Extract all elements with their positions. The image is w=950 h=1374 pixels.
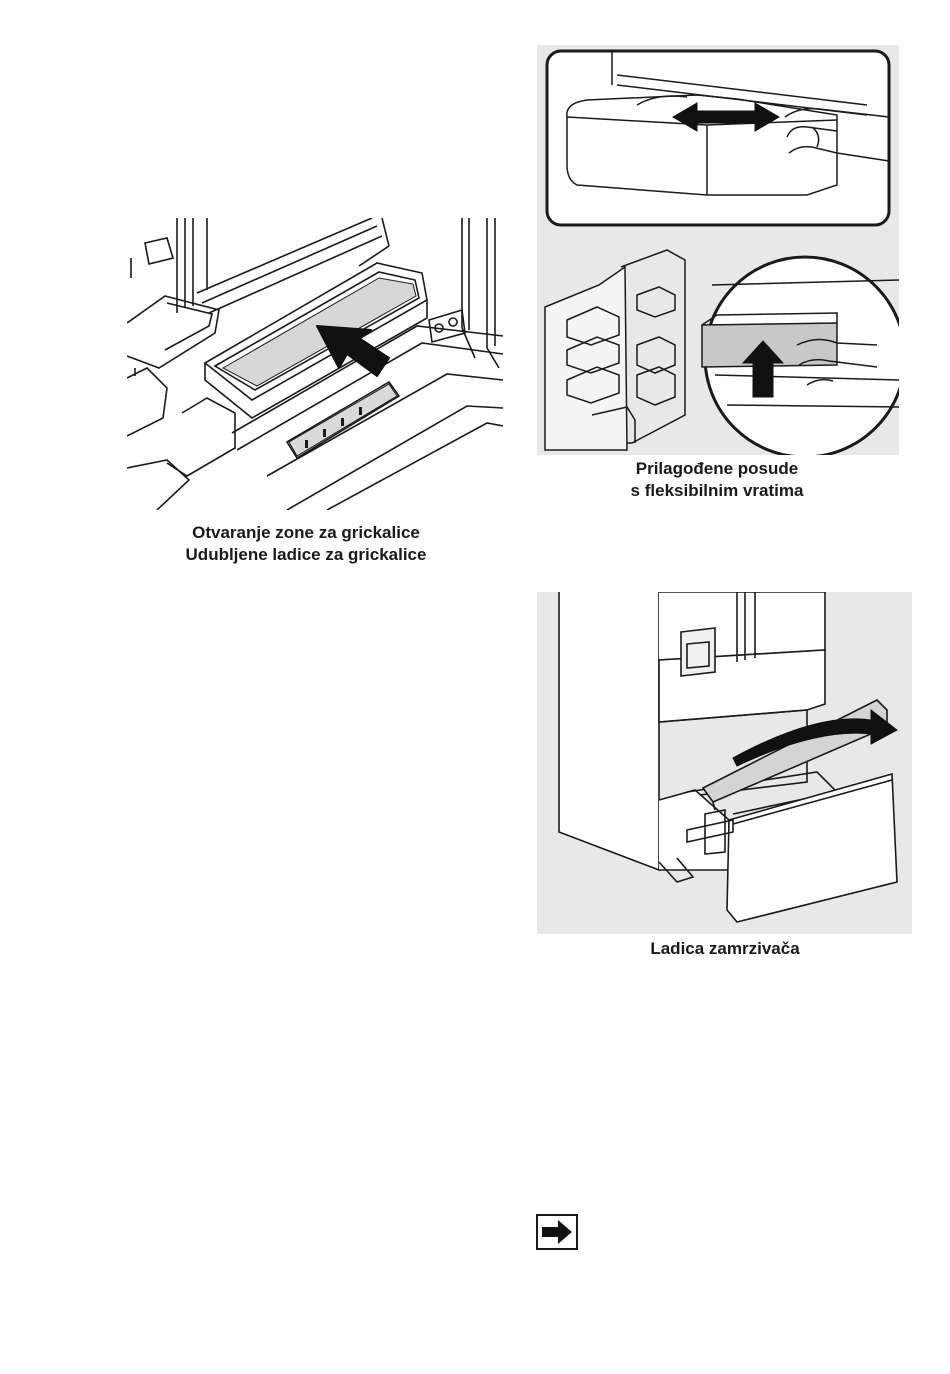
freezer-drawer-caption-text: Ladica zamrzivača (545, 938, 905, 960)
freezer-drawer-illustration (537, 592, 912, 934)
door-bins-caption: Prilagođene posude s fleksibilnim vratim… (537, 458, 897, 502)
door-bins-illustration (537, 45, 899, 455)
door-bins-caption-line2: s fleksibilnim vratima (537, 480, 897, 502)
door-bins-figure (537, 45, 899, 455)
freezer-drawer-figure (537, 592, 912, 934)
door-bins-caption-line1: Prilagođene posude (537, 458, 897, 480)
snack-zone-caption-line2: Udubljene ladice za grickalice (126, 544, 486, 566)
snack-zone-figure (127, 218, 503, 510)
snack-zone-illustration (127, 218, 503, 510)
arrow-right-icon (536, 1214, 578, 1250)
snack-zone-caption: Otvaranje zone za grickalice Udubljene l… (126, 522, 486, 566)
freezer-drawer-caption: Ladica zamrzivača (545, 938, 905, 960)
snack-zone-caption-line1: Otvaranje zone za grickalice (126, 522, 486, 544)
